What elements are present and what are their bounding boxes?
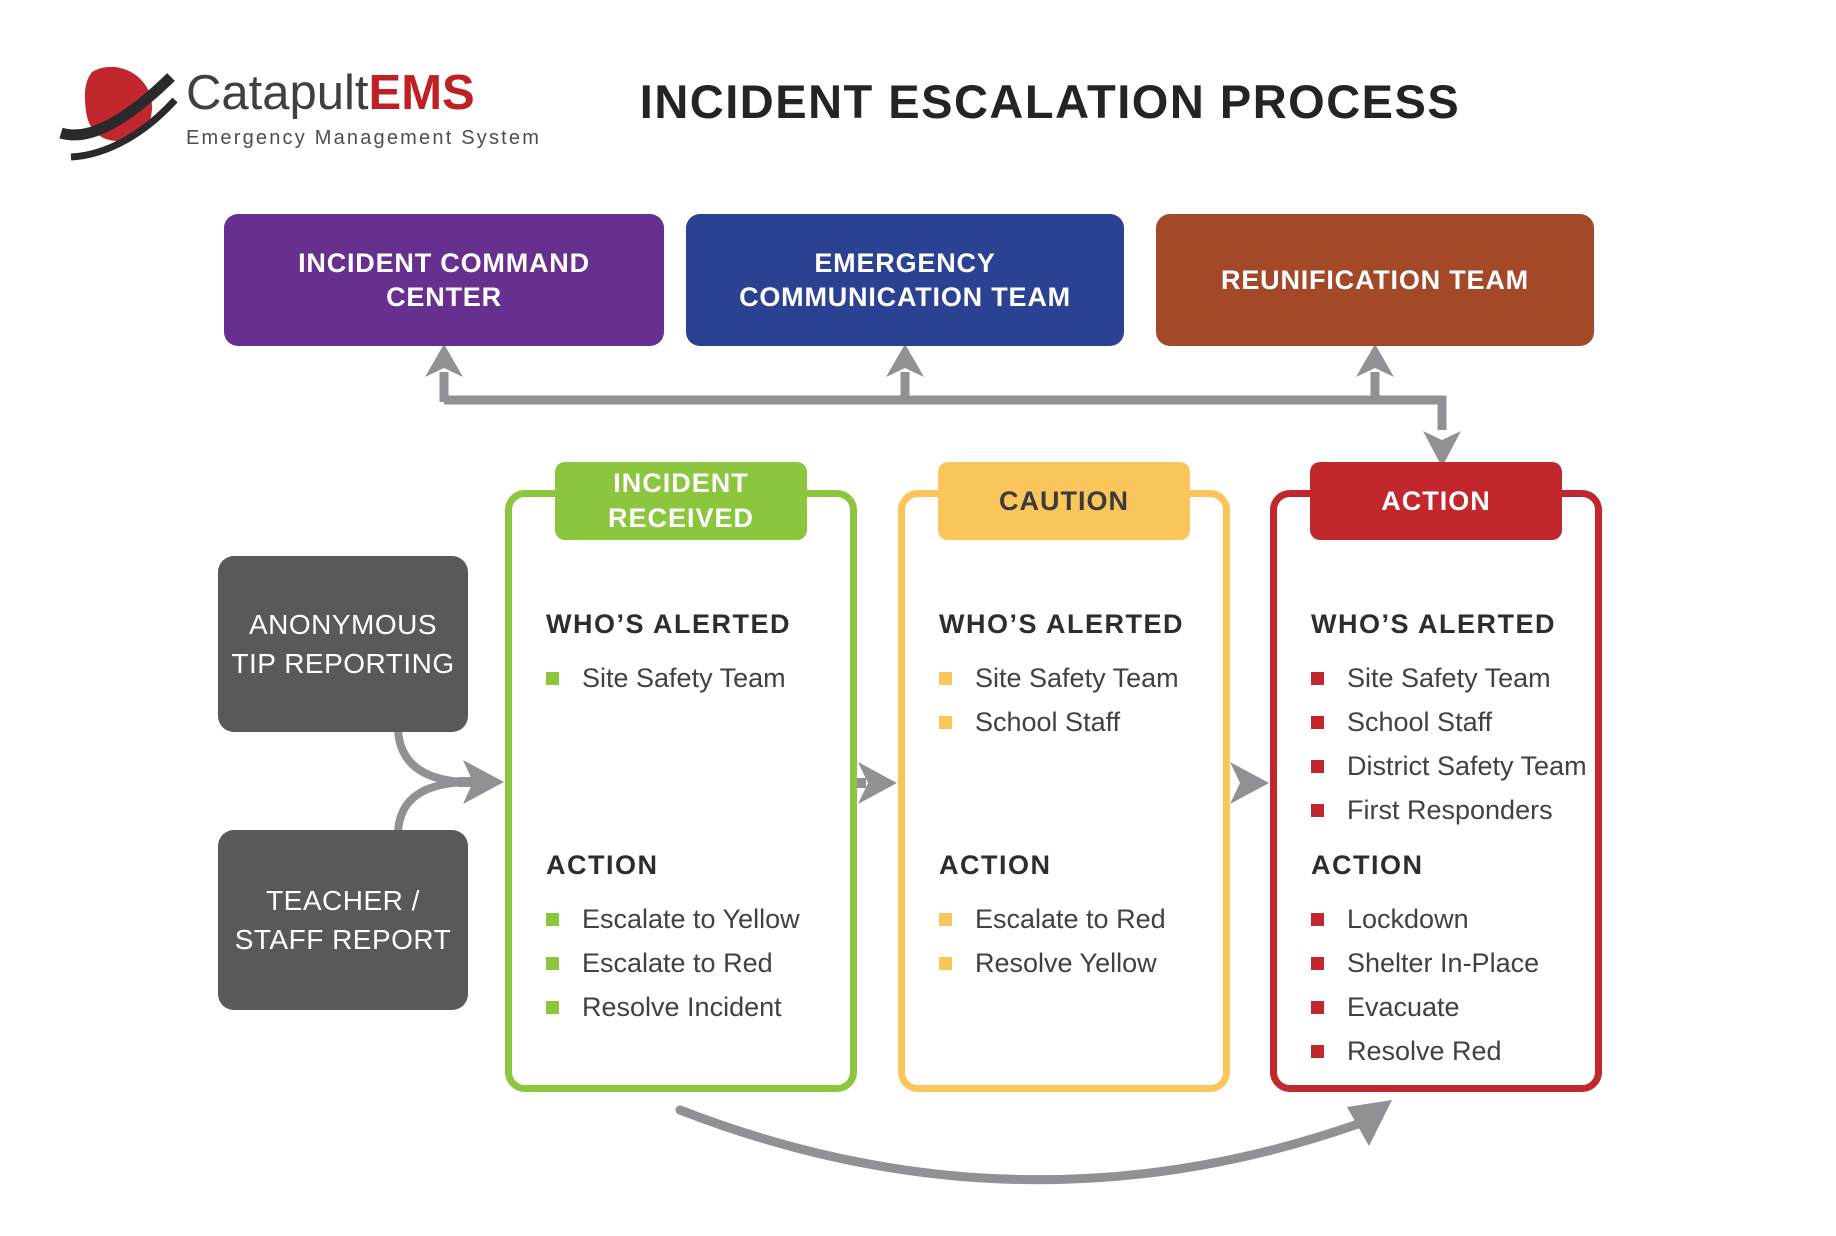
list-item: Lockdown (1311, 897, 1589, 941)
team-label-line: CENTER (386, 282, 502, 312)
card-header-action: ACTION (1310, 462, 1562, 540)
list-item: Evacuate (1311, 985, 1589, 1029)
card-header-caution: CAUTION (938, 462, 1190, 540)
sources-merge-arrow (394, 729, 504, 833)
whos-alerted-section: WHO’S ALERTED Site Safety Team (546, 609, 844, 700)
team-label-line: REUNIFICATION TEAM (1221, 265, 1529, 295)
arrow-up-to-incident-command-icon (425, 344, 463, 377)
team-label-line: EMERGENCY (814, 248, 996, 278)
action-list: Lockdown Shelter In-Place Evacuate Resol… (1311, 897, 1589, 1073)
action-section: ACTION Escalate to Yellow Escalate to Re… (546, 850, 844, 1029)
team-box-reunification-team: REUNIFICATION TEAM (1156, 214, 1594, 346)
action-section: ACTION Escalate to Red Resolve Yellow (939, 850, 1217, 985)
list-item: School Staff (1311, 700, 1589, 744)
logo-text: CatapultEMS Emergency Management System (186, 66, 541, 150)
brand-ems: EMS (368, 66, 475, 120)
list-item: Resolve Red (1311, 1029, 1589, 1073)
whos-alerted-heading: WHO’S ALERTED (546, 609, 791, 639)
whos-alerted-heading: WHO’S ALERTED (939, 609, 1184, 639)
whos-alerted-list: Site Safety Team School Staff (939, 656, 1217, 744)
action-heading: ACTION (939, 850, 1052, 880)
arrowhead-green-to-yellow-icon (858, 762, 897, 804)
source-label-line: STAFF REPORT (234, 924, 452, 955)
list-item: First Responders (1311, 788, 1589, 832)
brand-name: CatapultEMS (186, 66, 541, 120)
action-heading: ACTION (1311, 850, 1424, 880)
card-header-line: ACTION (1381, 485, 1491, 516)
whos-alerted-list: Site Safety Team School Staff District S… (1311, 656, 1589, 832)
team-box-emergency-communication-team: EMERGENCY COMMUNICATION TEAM (686, 214, 1124, 346)
team-label-line: COMMUNICATION TEAM (739, 282, 1071, 312)
whos-alerted-list: Site Safety Team (546, 656, 844, 700)
resolve-curve-arrow (675, 1100, 1392, 1185)
team-label-line: INCIDENT COMMAND (298, 248, 590, 278)
arrow-up-to-communication-team-icon (886, 344, 924, 377)
card-header-line: RECEIVED (607, 503, 755, 533)
list-item: Site Safety Team (546, 656, 844, 700)
source-box-anonymous-tip-reporting: ANONYMOUS TIP REPORTING (218, 556, 468, 732)
list-item: Escalate to Red (546, 941, 844, 985)
list-item: Escalate to Yellow (546, 897, 844, 941)
brand-catapult: Catapult (186, 66, 369, 120)
arrow-up-to-reunification-team-icon (1356, 344, 1394, 377)
action-section: ACTION Lockdown Shelter In-Place Evacuat… (1311, 850, 1589, 1073)
card-caution: CAUTION WHO’S ALERTED Site Safety Team S… (898, 462, 1230, 1092)
list-item: Shelter In-Place (1311, 941, 1589, 985)
card-action: ACTION WHO’S ALERTED Site Safety Team Sc… (1270, 462, 1602, 1092)
source-box-teacher-staff-report: TEACHER / STAFF REPORT (218, 830, 468, 1010)
arrowhead-into-green-card-icon (463, 760, 504, 804)
list-item: Resolve Incident (546, 985, 844, 1029)
whos-alerted-heading: WHO’S ALERTED (1311, 609, 1556, 639)
catapult-ems-logo: CatapultEMS Emergency Management System (56, 56, 541, 162)
action-heading: ACTION (546, 850, 659, 880)
source-label-line: TIP REPORTING (231, 648, 455, 679)
list-item: Resolve Yellow (939, 941, 1217, 985)
whos-alerted-section: WHO’S ALERTED Site Safety Team School St… (939, 609, 1217, 744)
action-list: Escalate to Yellow Escalate to Red Resol… (546, 897, 844, 1029)
list-item: School Staff (939, 700, 1217, 744)
source-label-line: ANONYMOUS (248, 609, 438, 640)
card-incident-received: INCIDENT RECEIVED WHO’S ALERTED Site Saf… (505, 462, 857, 1092)
catapult-logo-mark-icon (59, 66, 178, 161)
list-item: Site Safety Team (939, 656, 1217, 700)
whos-alerted-section: WHO’S ALERTED Site Safety Team School St… (1311, 609, 1589, 832)
source-label-line: TEACHER / (266, 885, 420, 916)
card-header-line: INCIDENT (613, 468, 749, 498)
team-box-incident-command-center: INCIDENT COMMAND CENTER (224, 214, 664, 346)
list-item: Site Safety Team (1311, 656, 1589, 700)
list-item: Escalate to Red (939, 897, 1217, 941)
card-header-line: CAUTION (999, 485, 1129, 516)
action-list: Escalate to Red Resolve Yellow (939, 897, 1217, 985)
curve-arrowhead-icon (1347, 1100, 1392, 1146)
list-item: District Safety Team (1311, 744, 1589, 788)
page-title: INCIDENT ESCALATION PROCESS (639, 75, 1461, 128)
card-header-incident-received: INCIDENT RECEIVED (555, 462, 807, 540)
brand-tagline: Emergency Management System (186, 127, 542, 149)
alert-line-connector (425, 344, 1461, 467)
arrowhead-yellow-to-red-icon (1230, 762, 1269, 804)
